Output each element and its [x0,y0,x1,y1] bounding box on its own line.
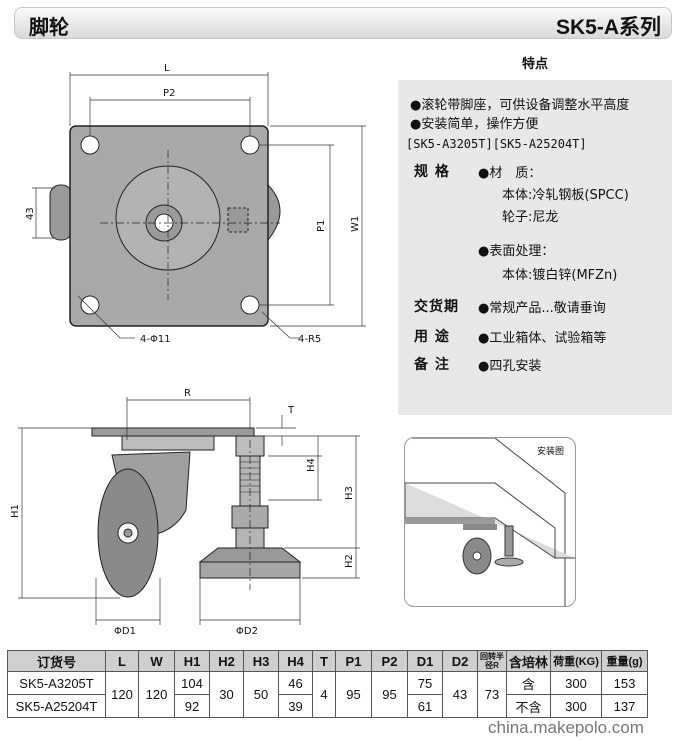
side-view [91,427,302,598]
th-D2: D2 [442,650,478,672]
header-bar: 脚轮 SK5-A系列 [14,7,672,39]
cell-bearing: 不含 [506,694,551,718]
th-load: 荷重(KG) [550,650,602,672]
cell-H3: 50 [243,671,279,718]
cell-load: 300 [550,694,602,718]
dim-H3: H3 [344,486,355,500]
th-H1: H1 [174,650,210,672]
th-D1: D1 [407,650,443,672]
cell-H1: 104 [174,671,210,695]
top-view [49,125,281,327]
feature-item-2: ●安装简单，操作方便 [410,117,539,132]
cell-H1: 92 [174,694,210,718]
table-header-row: 订货号 L W H1 H2 H3 H4 T P1 P2 D1 D2 回转半径R … [7,650,648,672]
use-text: ●工业箱体、试验箱等 [478,331,607,346]
surface-body: 本体:镀白锌(MFZn) [502,268,618,283]
dim-H4: H4 [306,458,317,472]
dim-D2: ΦD2 [236,626,258,637]
table-row: SK5-A3205T 120 120 104 30 50 46 4 95 95 … [7,671,648,718]
page-title: 脚轮 [29,15,69,39]
cell-L: 120 [105,671,139,718]
dim-T: T [287,405,295,416]
cell-D1: 75 [407,671,443,695]
material-wheel: 轮子:尼龙 [502,210,559,225]
th-bearing: 含培林 [506,650,551,672]
use-label: 用 途 [414,329,450,345]
note-text: ●四孔安装 [478,359,542,374]
features-panel [398,80,672,415]
cell-P1: 95 [335,671,372,718]
install-sketch [405,438,575,606]
dim-H1: H1 [10,504,21,518]
spec-label: 规 格 [414,164,450,180]
dim-L: L [164,63,170,74]
delivery-text: ●常规产品...敬请垂询 [478,301,606,316]
feature-item-1: ●滚轮带脚座，可供设备调整水平高度 [410,98,630,113]
dim-P1: P1 [316,220,327,232]
features-title: 特点 [521,57,548,72]
cell-T: 4 [312,671,336,718]
cell-code: SK5-A3205T [7,671,106,695]
side-dimensions [18,397,360,625]
cell-P2: 95 [371,671,408,718]
series-title: SK5-A系列 [555,16,661,39]
dim-W1: W1 [350,216,361,232]
note-label: 备 注 [414,357,450,373]
technical-drawing: L P2 P1 W1 43 4-Φ11 4-R5 [10,63,366,637]
dim-radius: 4-R5 [298,334,321,345]
material-label: ●材 质： [478,166,542,181]
table-row: SK5-A25204T 92 39 61 不含 300 137 [7,694,648,718]
dim-holes: 4-Φ11 [140,334,171,345]
th-code: 订货号 [7,650,106,672]
top-dimensions [32,72,366,339]
cell-H4: 39 [278,694,313,718]
cell-load: 300 [550,671,602,695]
material-body: 本体:冷轧钢板(SPCC) [502,188,629,203]
cell-D1: 61 [407,694,443,718]
cell-R: 73 [477,671,507,718]
th-W: W [138,650,175,672]
cell-weight: 137 [601,694,648,718]
dim-R: R [184,388,191,399]
spec-table: 订货号 L W H1 H2 H3 H4 T P1 P2 D1 D2 回转半径R … [7,650,648,718]
dim-43: 43 [25,207,36,220]
cell-code: SK5-A25204T [7,694,106,718]
delivery-label: 交货期 [414,299,459,315]
th-L: L [105,650,139,672]
th-R: 回转半径R [477,650,507,672]
cell-bearing: 含 [506,671,551,695]
th-P2: P2 [371,650,408,672]
install-label: 安装图 [537,447,565,457]
install-illustration: 安装图 [404,437,576,607]
cell-D2: 43 [442,671,478,718]
dim-D1: ΦD1 [114,626,136,637]
cell-W: 120 [138,671,175,718]
th-P1: P1 [335,650,372,672]
th-H3: H3 [243,650,279,672]
th-H4: H4 [278,650,313,672]
th-T: T [312,650,336,672]
watermark: china.makepolo.com [488,718,644,737]
th-H2: H2 [209,650,244,672]
surface-label: ●表面处理： [478,244,555,259]
model-codes: [SK5-A3205T][SK5-A25204T] [406,137,587,151]
dim-H2: H2 [344,554,355,568]
th-weight: 重量(g) [601,650,648,672]
cell-weight: 153 [601,671,648,695]
cell-H4: 46 [278,671,313,695]
dim-P2: P2 [163,88,175,99]
cell-H2: 30 [209,671,244,718]
